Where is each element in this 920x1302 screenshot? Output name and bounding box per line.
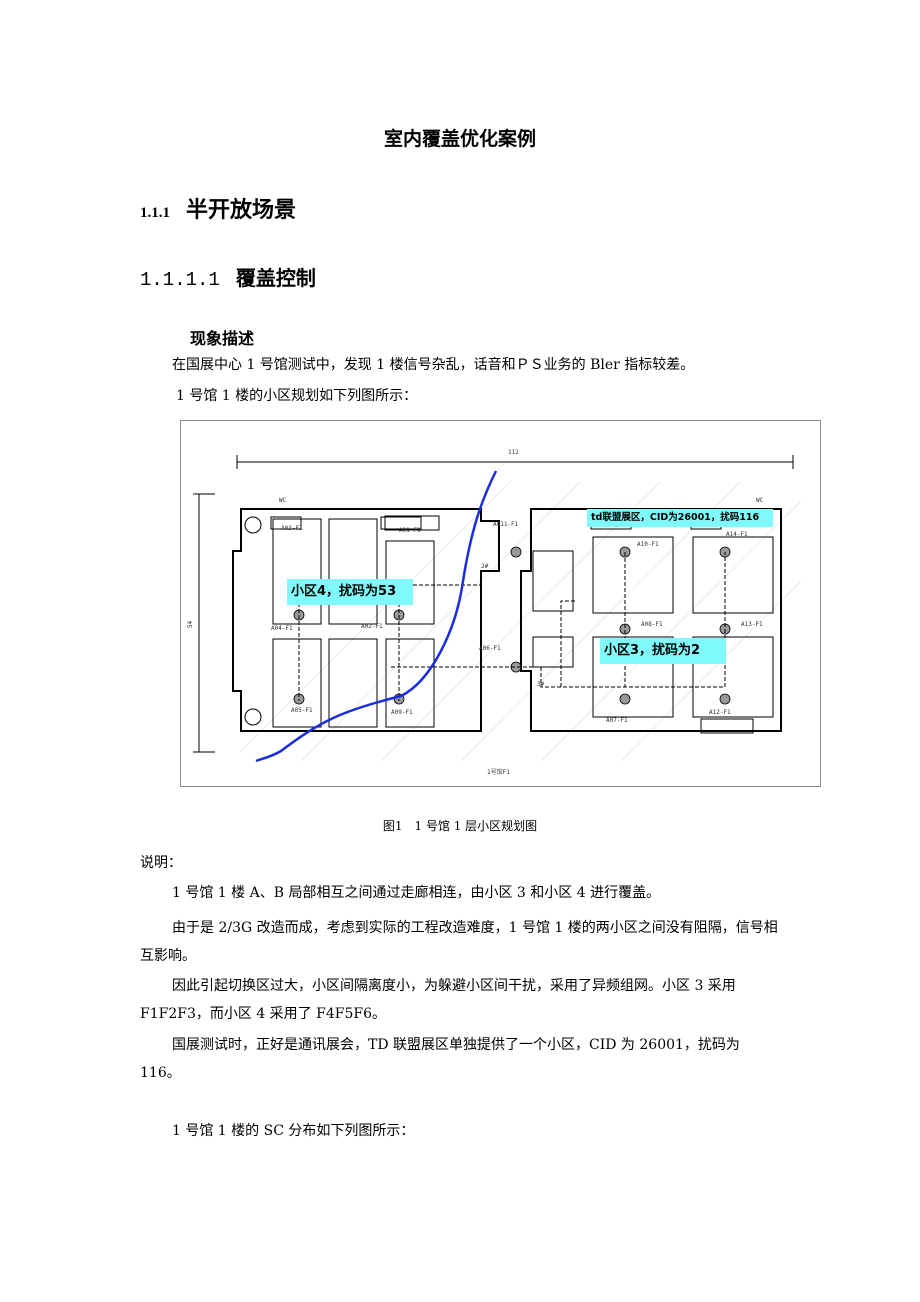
wc-label: WC — [756, 497, 764, 504]
room-label: A14-F1 — [726, 531, 748, 538]
room-label: A05-F1 — [291, 707, 313, 714]
room-label: A08-F1 — [641, 621, 663, 628]
figure-caption: 图1 1 号馆 1 层小区规划图 — [382, 819, 538, 833]
note-paragraph: 因此引起切换区过大，小区间隔离度小，为躲避小区间干扰，采用了异频组网。小区 3 … — [140, 978, 736, 1022]
dimension-width: 112 — [508, 449, 519, 456]
wc-label: WC — [279, 497, 287, 504]
cell3-label: 小区3，扰码为2 — [600, 638, 726, 664]
room-label: A02-F1 — [361, 623, 383, 630]
document-title: 室内覆盖优化案例 — [383, 128, 536, 150]
floor-label: 1号馆F1 — [487, 769, 510, 776]
section-number: 1.1.1 — [140, 205, 170, 221]
intro-paragraph: 1 号馆 1 楼的小区规划如下列图所示： — [176, 388, 418, 404]
cell4-label: 小区4，扰码为53 — [287, 579, 413, 605]
room-label: A011-F1 — [493, 521, 519, 528]
room-label: A07-F1 — [606, 717, 628, 724]
floor-plan-drawing — [193, 455, 802, 763]
room-label: A03-F1 — [281, 525, 303, 532]
note-paragraph: 1 号馆 1 楼 A、B 局部相互之间通过走廊相连，由小区 3 和小区 4 进行… — [172, 885, 661, 901]
note-paragraph: 由于是 2/3G 改造而成，考虑到实际的工程改造难度，1 号馆 1 楼的两小区之… — [140, 920, 778, 964]
room-label: A06-F1 — [479, 645, 501, 652]
section-heading: 1.1.1 半开放场景 — [140, 192, 296, 224]
room-label: A10-F1 — [637, 541, 659, 548]
section-title: 半开放场景 — [186, 197, 297, 223]
room-label: A12-F1 — [709, 709, 731, 716]
phenomenon-heading: 现象描述 — [190, 329, 255, 348]
td-area-label: td联盟展区，CID为26001，扰码116 — [587, 509, 773, 527]
room-label: A01-F1 — [399, 527, 421, 534]
dimension-height: 54 — [187, 620, 195, 629]
subsection-number: 1.1.1.1 — [140, 269, 220, 291]
note-paragraph: 国展测试时，正好是通讯展会，TD 联盟展区单独提供了一个小区，CID 为 260… — [140, 1037, 740, 1081]
shaft-label: 3# — [537, 681, 545, 688]
room-label: A09-F1 — [391, 709, 413, 716]
room-label: A04-F1 — [271, 625, 293, 632]
note-label: 说明： — [140, 855, 182, 871]
intro-paragraph: 在国展中心 1 号馆测试中，发现 1 楼信号杂乱，话音和ＰＳ业务的 Bler 指… — [172, 357, 695, 373]
sc-intro: 1 号馆 1 楼的 SC 分布如下列图所示： — [172, 1123, 415, 1139]
room-label: A13-F1 — [741, 621, 763, 628]
floor-plan-figure: 112 54 WC WC 2# 3# A03-F1 A01-F1 A011-F1… — [180, 420, 821, 787]
subsection-title: 覆盖控制 — [235, 266, 316, 290]
shaft-label: 2# — [481, 563, 489, 570]
subsection-heading: 1.1.1.1 覆盖控制 — [140, 262, 316, 291]
